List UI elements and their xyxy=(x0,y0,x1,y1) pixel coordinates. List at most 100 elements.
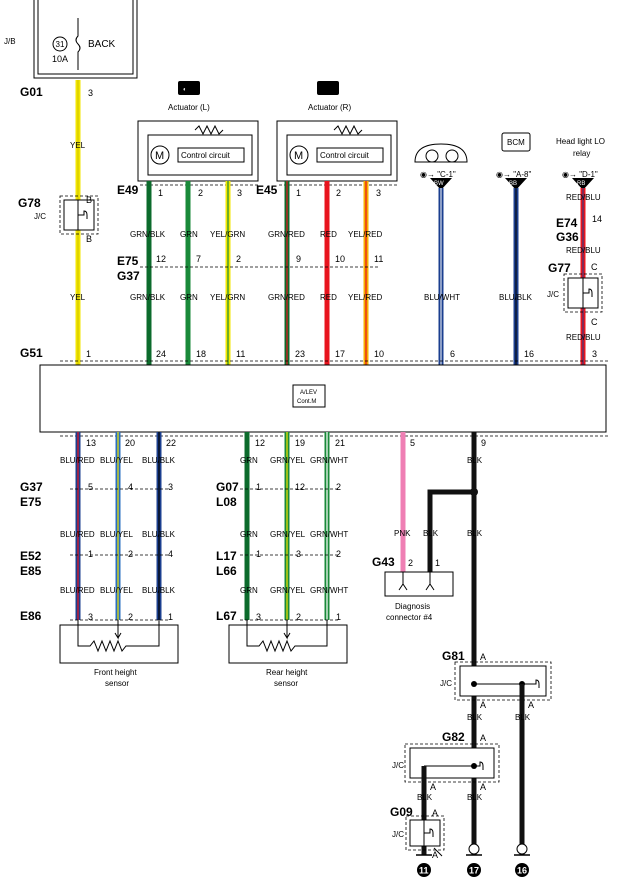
pin-label: 3 xyxy=(296,549,301,559)
relay-label: relay xyxy=(573,149,590,158)
wire-label: YEL/RED xyxy=(348,230,382,239)
pin-label: 9 xyxy=(481,438,486,448)
fuse-rating: 10A xyxy=(52,54,68,64)
badge-rb: RB xyxy=(577,181,585,187)
wire-label: BLK xyxy=(467,713,483,722)
pin-label: 7 xyxy=(196,254,201,264)
pin-label: 17 xyxy=(335,349,345,359)
wire-label: BLK xyxy=(467,793,483,802)
jc-label: J/C xyxy=(547,290,559,299)
ref-relay: ◉→ "D-1" xyxy=(562,170,598,179)
wire-label: BLK xyxy=(423,529,439,538)
wire-blk-diag xyxy=(427,489,474,572)
pin-label: A xyxy=(480,733,486,743)
ref-bcm: ◉→ "A-8" xyxy=(496,170,531,179)
pin-label: 5 xyxy=(410,438,415,448)
bcm-label: BCM xyxy=(507,138,525,147)
pin-label: 2 xyxy=(336,549,341,559)
pin-label: 1 xyxy=(256,549,261,559)
front-height-sensor xyxy=(59,620,179,664)
pin-label: 4 xyxy=(128,482,133,492)
connector-e45: E45 xyxy=(256,183,278,197)
wire-label: BLU/BLK xyxy=(142,586,176,595)
wire-label: RED xyxy=(320,230,337,239)
pin-label: 3 xyxy=(376,188,381,198)
pin-label: C xyxy=(591,317,598,327)
alev-label: Cont.M xyxy=(297,399,316,405)
connector-g77: G77 xyxy=(548,261,571,275)
rear-sensor-wires xyxy=(244,432,330,620)
pin-label: 1 xyxy=(256,482,261,492)
connector-g01: G01 xyxy=(20,85,43,99)
wire-label: YEL/GRN xyxy=(210,293,245,302)
connector-g37: G37 xyxy=(20,480,43,494)
junction-connector-g81: G81 J/C A A A xyxy=(440,649,552,710)
wire-label: GRN xyxy=(240,586,258,595)
wire-label: RED xyxy=(320,293,337,302)
wire-label: GRN/BLK xyxy=(130,230,166,239)
wire-label: BLU/RED xyxy=(60,456,95,465)
pin-label: 24 xyxy=(156,349,166,359)
pin-label: 23 xyxy=(295,349,305,359)
svg-text:◐: ◐ xyxy=(183,87,187,93)
actuator-left-label: Actuator (L) xyxy=(168,103,210,112)
pin-label: 4 xyxy=(168,549,173,559)
pin-label: 3 xyxy=(592,349,597,359)
wire-label: GRN xyxy=(180,230,198,239)
pin-label: 9 xyxy=(296,254,301,264)
wire-label: YEL/GRN xyxy=(210,230,245,239)
junction-block: J/B 31 BACK 10A xyxy=(4,0,138,79)
connector-g82: G82 xyxy=(442,730,465,744)
relay-label: Head light LO xyxy=(556,137,605,146)
ref-meter: ◉→ "C-1" xyxy=(420,170,456,179)
pin-label: 2 xyxy=(408,558,413,568)
connector-e74: E74 xyxy=(556,216,578,230)
connector-g37: G37 xyxy=(117,269,140,283)
pin-label: A xyxy=(480,652,486,662)
wire-label: GRN xyxy=(240,530,258,539)
connector-e75: E75 xyxy=(117,254,139,268)
pin-label: 3 xyxy=(256,612,261,622)
alev-label: A/LEV xyxy=(300,390,317,396)
wire-label: BLU/RED xyxy=(60,530,95,539)
wire-label: GRN/RED xyxy=(268,230,305,239)
pin-label: B xyxy=(86,195,92,205)
fuse-name: BACK xyxy=(88,39,116,50)
connector-g78: G78 xyxy=(18,196,41,210)
connector-l66: L66 xyxy=(216,564,237,578)
pin-label: 1 xyxy=(168,612,173,622)
pin-label: 22 xyxy=(166,438,176,448)
pin-label: A xyxy=(528,700,534,710)
pin-label: A xyxy=(432,850,438,860)
pin-label: 1 xyxy=(336,612,341,622)
pin-label: 12 xyxy=(255,438,265,448)
pin-label: 1 xyxy=(86,349,91,359)
pin-label: 18 xyxy=(196,349,206,359)
connector-e52: E52 xyxy=(20,549,42,563)
rear-height-sensor xyxy=(228,620,348,664)
pin-label: 2 xyxy=(336,482,341,492)
wire-label: BLK xyxy=(417,793,433,802)
diagnosis-label: connector #4 xyxy=(386,613,433,622)
actuator-left: ◐ Actuator (L) M Control circuit xyxy=(137,81,259,182)
pin-label: 19 xyxy=(295,438,305,448)
pin-label: C xyxy=(591,262,598,272)
pin-label: A xyxy=(480,700,486,710)
connector-g81: G81 xyxy=(442,649,465,663)
ground-icon: 11 xyxy=(416,847,443,877)
alev-control-module: A/LEV Cont.M xyxy=(39,364,607,433)
pin-label: 1 xyxy=(435,558,440,568)
front-sensor-wires xyxy=(75,432,162,620)
jc-label: J/C xyxy=(392,830,404,839)
pin-label: 12 xyxy=(156,254,166,264)
wire-label: RED/BLU xyxy=(566,246,601,255)
pin-label: 12 xyxy=(295,482,305,492)
fuse-circuit-circle xyxy=(52,36,68,52)
pin-label: 1 xyxy=(296,188,301,198)
wire-label: BLU/RED xyxy=(60,586,95,595)
wire-label: PNK xyxy=(394,529,411,538)
junction-connector-g82: G82 J/C A A A xyxy=(392,730,500,792)
wire-label: YEL xyxy=(70,293,86,302)
wire-label: GRN/YEL xyxy=(270,530,306,539)
